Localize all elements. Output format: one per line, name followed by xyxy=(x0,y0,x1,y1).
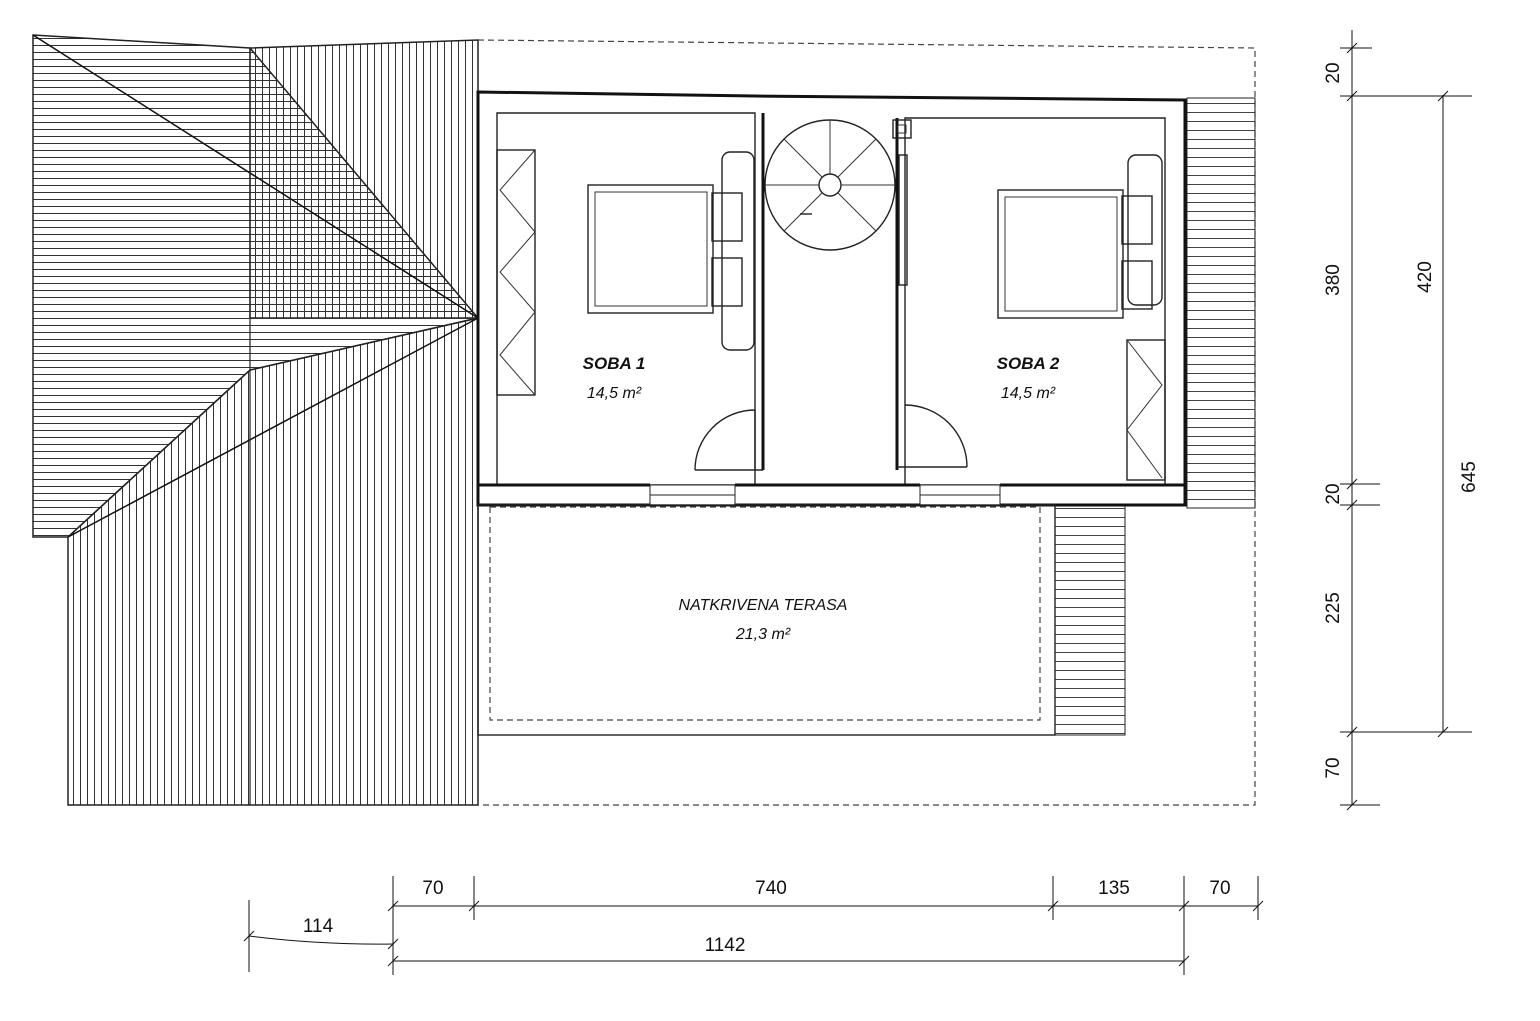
terrace-inner-dashed xyxy=(489,506,1041,721)
wardrobe-soba1 xyxy=(496,149,536,396)
terrace-outline xyxy=(477,504,1056,736)
window-soba2 xyxy=(919,484,1001,506)
dim-20-mid: 20 xyxy=(1323,483,1344,504)
dim-114: 114 xyxy=(303,916,334,937)
roof-ridge xyxy=(32,34,479,319)
dimensions-bottom xyxy=(243,876,1264,975)
dim-70: 70 xyxy=(1323,757,1344,778)
building-walls xyxy=(476,90,1187,507)
room-name-soba1: SOBA 1 xyxy=(583,354,646,373)
dim-1142: 1142 xyxy=(705,935,746,956)
door-soba1 xyxy=(694,409,763,471)
chimney xyxy=(892,119,912,139)
room-area-soba1: 14,5 m² xyxy=(587,385,642,402)
room-area-soba2: 14,5 m² xyxy=(1001,385,1056,402)
window-soba1 xyxy=(649,484,736,506)
wardrobe-soba2 xyxy=(1126,339,1166,481)
room-name-soba2: SOBA 2 xyxy=(997,354,1060,373)
dim-645: 645 xyxy=(1459,461,1480,493)
dimensions-right xyxy=(1340,30,1472,811)
dim-70-left: 70 xyxy=(422,878,443,899)
dim-70-right: 70 xyxy=(1209,878,1230,899)
dim-380: 380 xyxy=(1323,264,1344,296)
bed-soba2 xyxy=(997,154,1163,319)
dim-740: 740 xyxy=(755,878,787,899)
roof-hip-line xyxy=(67,317,479,538)
door-soba2 xyxy=(897,404,968,468)
roof xyxy=(32,34,480,806)
room-name-terasa: NATKRIVENA TERASA xyxy=(679,597,848,614)
roof-strip-right xyxy=(1186,97,1256,509)
dim-135: 135 xyxy=(1098,878,1130,899)
dim-225: 225 xyxy=(1323,592,1344,624)
dim-20-top: 20 xyxy=(1323,62,1344,83)
dim-420: 420 xyxy=(1415,261,1436,293)
roof-strip-terrace xyxy=(1054,504,1126,736)
spiral-staircase xyxy=(764,119,912,286)
room-area-terasa: 21,3 m² xyxy=(735,626,791,643)
bed-soba1 xyxy=(587,151,755,351)
